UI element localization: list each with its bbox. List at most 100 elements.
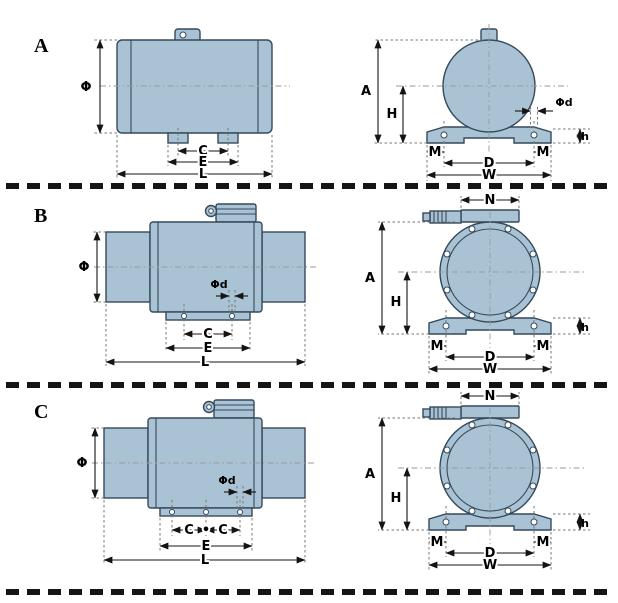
dim-label-phi: Φ <box>76 456 87 471</box>
rim-bolt <box>529 446 537 454</box>
dim-n: N <box>460 387 520 406</box>
rim-bolt <box>468 311 476 319</box>
rim-bolt <box>468 507 476 515</box>
dim-m-d-w: M M D W <box>426 143 552 185</box>
end-view-b: N A H h M <box>365 191 590 379</box>
section-a: A Φ C <box>34 24 590 185</box>
dim-label-H: H <box>391 491 402 506</box>
rim-bolt <box>468 225 476 233</box>
dim-label-w: W <box>482 168 496 183</box>
dim-label-phid: Φd <box>555 96 572 109</box>
lug-hole <box>179 31 187 39</box>
dim-label-c-right: C <box>218 523 228 538</box>
dim-c: C <box>183 325 233 344</box>
dim-label-w: W <box>483 362 497 377</box>
dim-h-lower: h <box>553 128 590 144</box>
gland-tip <box>422 212 431 222</box>
dim-h-upper: H <box>387 85 407 144</box>
bolt-hole <box>530 322 538 330</box>
side-view-a: Φ C E L <box>80 28 290 184</box>
section-label: B <box>34 205 47 227</box>
dim-m-d-w: M M D W <box>428 336 552 379</box>
dim-h-lower: h <box>553 513 590 531</box>
rim-bolt <box>504 421 512 429</box>
dim-l: L <box>105 304 306 372</box>
dim-n: N <box>460 191 520 210</box>
dim-c: C <box>177 128 229 161</box>
bolt-hole <box>440 131 448 139</box>
dim-label-d: D <box>485 546 496 561</box>
bolt-hole <box>203 509 209 515</box>
dim-label-h: h <box>581 321 589 334</box>
dim-label-m-right: M <box>537 145 550 160</box>
dim-m-d-w: M M D W <box>428 532 552 575</box>
bolt-hole <box>181 313 187 319</box>
dim-c-c: C • C <box>171 521 241 540</box>
dim-l: L <box>116 135 273 184</box>
dim-phid: Φd <box>218 474 256 508</box>
mounting-flange <box>165 311 251 321</box>
bolt-hole <box>237 509 243 515</box>
dim-phid: Φd <box>515 96 573 128</box>
dim-label-e: E <box>202 539 211 554</box>
dim-label-m-left: M <box>429 145 442 160</box>
dim-label-w: W <box>483 558 497 573</box>
dim-label-phid: Φd <box>218 474 235 487</box>
rim-bolt <box>504 311 512 319</box>
end-view-c: N A H h M <box>365 387 590 575</box>
rim-bolt <box>443 250 451 258</box>
motor-body <box>116 39 273 134</box>
dim-label-l: L <box>201 355 209 370</box>
rim-bolt <box>443 482 451 490</box>
side-view-c: Φ Φd C • C E <box>76 399 316 570</box>
dim-e: E <box>165 322 251 358</box>
dim-e: E <box>167 145 239 172</box>
dim-label-h: h <box>581 517 589 530</box>
dim-label-m-right: M <box>537 535 550 550</box>
side-view-b: Φ Φd C E L <box>78 203 316 372</box>
dim-label-n: N <box>485 193 496 208</box>
rim-bolt <box>529 286 537 294</box>
section-c: C Φ <box>34 387 590 575</box>
section-label: A <box>34 35 49 57</box>
dim-label-e: E <box>199 155 208 170</box>
dim-phid: Φd <box>210 278 248 312</box>
dim-label-phi: Φ <box>78 260 89 275</box>
dim-e: E <box>159 518 253 556</box>
junction-box <box>213 399 255 419</box>
bolt-hole <box>530 131 538 139</box>
dim-label-H: H <box>387 107 398 122</box>
rim-bolt <box>504 225 512 233</box>
section-b: B Φ <box>34 191 590 379</box>
rim-bolt <box>529 250 537 258</box>
gland-tip <box>422 408 431 418</box>
dim-label-m-left: M <box>431 535 444 550</box>
dim-label-a: A <box>365 467 375 482</box>
dim-h-lower: h <box>553 317 590 335</box>
dim-label-phid: Φd <box>210 278 227 291</box>
dim-label-a: A <box>365 271 375 286</box>
bolt-hole <box>442 518 450 526</box>
dim-phi: Φ <box>78 231 106 303</box>
dim-h-upper: H <box>391 467 411 531</box>
dim-label-dot: • <box>202 523 210 538</box>
dim-l: L <box>103 500 306 570</box>
bolt-hole <box>229 313 235 319</box>
rim-bolt <box>468 421 476 429</box>
dim-label-l: L <box>201 553 209 568</box>
rim-bolt <box>443 286 451 294</box>
end-view-a: A H Φd h <box>361 24 590 185</box>
bolt-hole <box>530 518 538 526</box>
dim-label-d: D <box>484 156 495 171</box>
dim-label-m-right: M <box>537 339 550 354</box>
dim-label-c: C <box>198 144 208 159</box>
dim-label-phi: Φ <box>80 80 91 95</box>
dim-label-H: H <box>391 295 402 310</box>
dim-label-l: L <box>199 167 207 182</box>
junction-box <box>215 203 257 223</box>
dim-phi: Φ <box>80 39 117 134</box>
dim-label-n: N <box>485 389 496 404</box>
rim-bolt <box>504 507 512 515</box>
